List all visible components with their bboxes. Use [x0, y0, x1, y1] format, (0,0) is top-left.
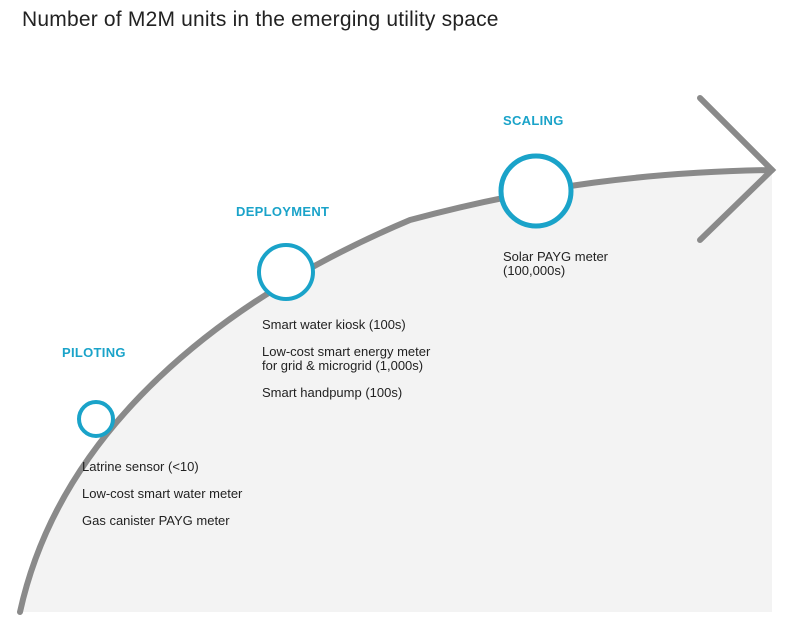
stage-marker-scaling — [498, 153, 574, 229]
arrow-head-icon — [697, 95, 777, 243]
stage-item: Solar PAYG meter (100,000s) — [503, 249, 608, 278]
stage-item: Smart handpump (100s) — [262, 385, 403, 400]
stage-item: Gas canister PAYG meter — [82, 513, 230, 528]
area-under-curve — [20, 170, 772, 612]
stage-items-piloting: Latrine sensor (<10) Low-cost smart wate… — [82, 460, 242, 541]
stage-marker-deployment — [257, 243, 315, 301]
stage-item: Low-cost smart energy meter for grid & m… — [262, 344, 431, 373]
stage-label-piloting: PILOTING — [62, 345, 126, 360]
stage-item: Low-cost smart water meter — [82, 486, 243, 501]
stage-label-deployment: DEPLOYMENT — [236, 204, 330, 219]
stage-items-scaling: Solar PAYG meter (100,000s) — [503, 250, 608, 291]
diagram-title: Number of M2M units in the emerging util… — [22, 8, 499, 31]
stage-label-scaling: SCALING — [503, 113, 564, 128]
growth-curve — [17, 167, 775, 615]
stage-marker-piloting — [77, 400, 115, 438]
stage-item: Latrine sensor (<10) — [82, 459, 199, 474]
stage-items-deployment: Smart water kiosk (100s) Low-cost smart … — [262, 318, 430, 413]
stage-item: Smart water kiosk (100s) — [262, 317, 406, 332]
